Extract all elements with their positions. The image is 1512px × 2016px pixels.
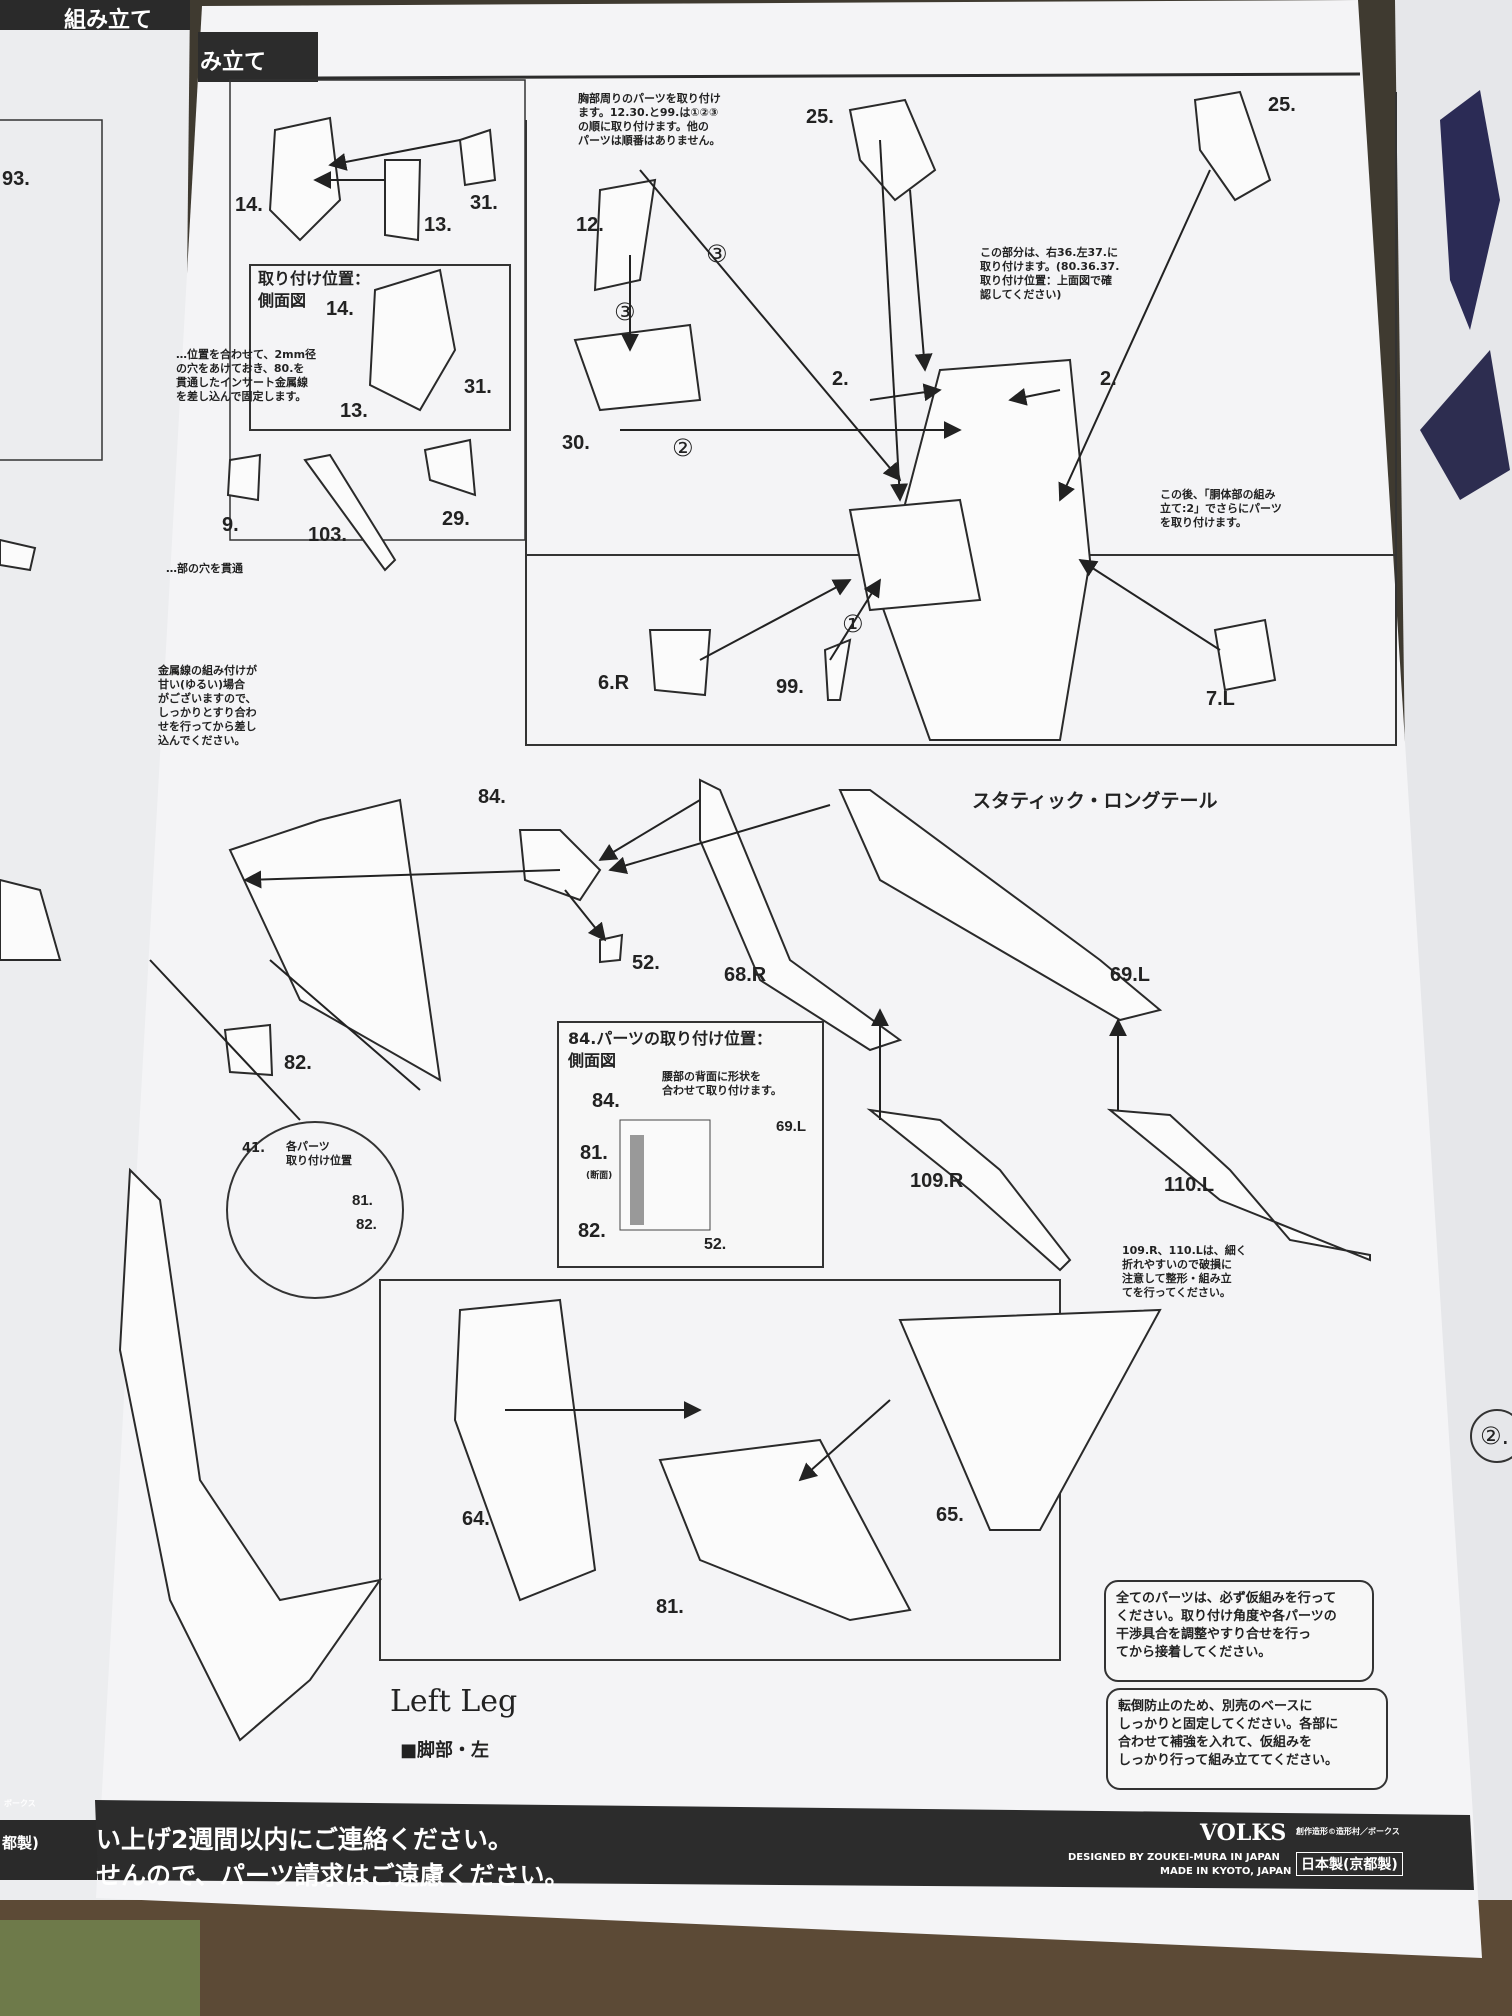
note-chest: 胸部周りのパーツを取り付け ます。12.30.と99.は①②③ の順に取り付けま… — [578, 92, 721, 147]
left-page-title: 組み立て — [64, 8, 153, 33]
note-after: この後、「胴体部の組み 立て:2」でさらにパーツ を取り付けます。 — [1160, 488, 1282, 529]
circle-41-title: 41. — [242, 1141, 266, 1156]
part-65: 65. — [936, 1504, 964, 1526]
part-69L-inset: 69.L — [776, 1118, 807, 1135]
volks-logo: VOLKS — [1200, 1820, 1287, 1846]
left-footer-tiny: ボークス — [4, 1799, 36, 1808]
step-3b: ③ — [614, 298, 636, 326]
part-2b: 2. — [1100, 368, 1117, 390]
part-9: 9. — [222, 514, 239, 536]
part-81-bottom: 81. — [656, 1596, 684, 1618]
footer-line2: せんので、パーツ請求はご遠慮ください。 — [96, 1861, 570, 1890]
part-25b: 25. — [1268, 94, 1296, 116]
part-109R: 109.R — [910, 1170, 964, 1192]
part-13a: 13. — [424, 214, 452, 236]
part-84: 84. — [478, 786, 506, 808]
part-110L: 110.L — [1164, 1174, 1215, 1196]
part-68R: 68.R — [724, 964, 767, 986]
part-64: 64. — [462, 1508, 490, 1530]
left-leg-en: Left Leg — [390, 1684, 518, 1719]
left-leg-jp: ■脚部・左 — [400, 1740, 490, 1761]
part-69L: 69.L — [1110, 964, 1151, 986]
part-14a: 14. — [235, 194, 263, 216]
part-12: 12. — [576, 214, 604, 236]
left-footer-fragment: 都製) — [2, 1834, 39, 1852]
part-93: 93. — [2, 168, 30, 190]
inset-84-title: 84.パーツの取り付け位置： 側面図 — [568, 1029, 773, 1070]
section-title: み立て — [200, 50, 267, 75]
part-14b: 14. — [326, 298, 354, 320]
part-6R: 6.R — [598, 672, 630, 694]
made-in-jp: 日本製(京都製) — [1296, 1852, 1403, 1876]
part-30: 30. — [562, 432, 590, 454]
part-81-inset: 81. — [580, 1142, 608, 1164]
static-tail-title: スタティック・ロングテール — [972, 790, 1218, 812]
part-82: 82. — [284, 1052, 312, 1074]
note-hole: …部の穴を貫通 — [166, 562, 243, 575]
step-1: ① — [842, 610, 864, 638]
part-52: 52. — [632, 952, 660, 974]
step-3: ③ — [706, 240, 728, 268]
note-this-part: この部分は、右36.左37.に 取り付けます。(80.36.37. 取り付け位置… — [980, 246, 1120, 301]
part-13b: 13. — [340, 400, 368, 422]
designed-by: DESIGNED BY ZOUKEI-MURA IN JAPAN — [1068, 1852, 1280, 1863]
step-2: ② — [672, 434, 694, 462]
part-29: 29. — [442, 508, 470, 530]
part-81-circle: 81. — [352, 1192, 373, 1209]
part-25a: 25. — [806, 106, 834, 128]
side-view-title: 取り付け位置： 側面図 — [258, 269, 371, 310]
part-7L: 7.L — [1206, 688, 1235, 710]
cross-section-label: (断面) — [586, 1171, 613, 1181]
footer-line1: い上げ2週間以内にご連絡ください。 — [96, 1825, 513, 1854]
part-82-circle: 82. — [356, 1216, 377, 1233]
part-31b: 31. — [464, 376, 492, 398]
right-page-circle: ②. — [1480, 1422, 1510, 1450]
note-metal: 金属線の組み付けが 甘い(ゆるい)場合 がございますので、 しっかりとすり合わ … — [158, 664, 257, 747]
volks-sub: 創作造形©造形村／ボークス — [1296, 1827, 1400, 1836]
made-in: MADE IN KYOTO, JAPAN — [1160, 1866, 1292, 1877]
note-fragile: 109.R、110.Lは、細く 折れやすいので破損に 注意して整形・組み立 てを… — [1122, 1244, 1247, 1299]
part-99: 99. — [776, 676, 804, 698]
assembly-arrows — [149, 139, 1221, 1482]
info-box-pre-assembly: 全てのパーツは、必ず仮組みを行って ください。取り付け角度や各パーツの 干渉具合… — [1104, 1580, 1374, 1682]
circle-41-caption: 各パーツ 取り付け位置 — [286, 1140, 352, 1167]
info-box-base: 転倒防止のため、別売のベースに しっかりと固定してください。各部に 合わせて補強… — [1106, 1688, 1388, 1790]
note-waist: 腰部の背面に形状を 合わせて取り付けます。 — [662, 1070, 782, 1097]
part-103: 103. — [308, 524, 347, 546]
part-84-inset: 84. — [592, 1090, 620, 1112]
note-pin: …位置を合わせて、2mm径 の穴をあけておき、80.を 貫通したインサート金属線… — [176, 348, 317, 403]
part-31a: 31. — [470, 192, 498, 214]
part-drawings — [0, 90, 1371, 1742]
part-52-inset: 52. — [704, 1236, 727, 1253]
part-82-inset: 82. — [578, 1220, 606, 1242]
part-2a: 2. — [832, 368, 849, 390]
